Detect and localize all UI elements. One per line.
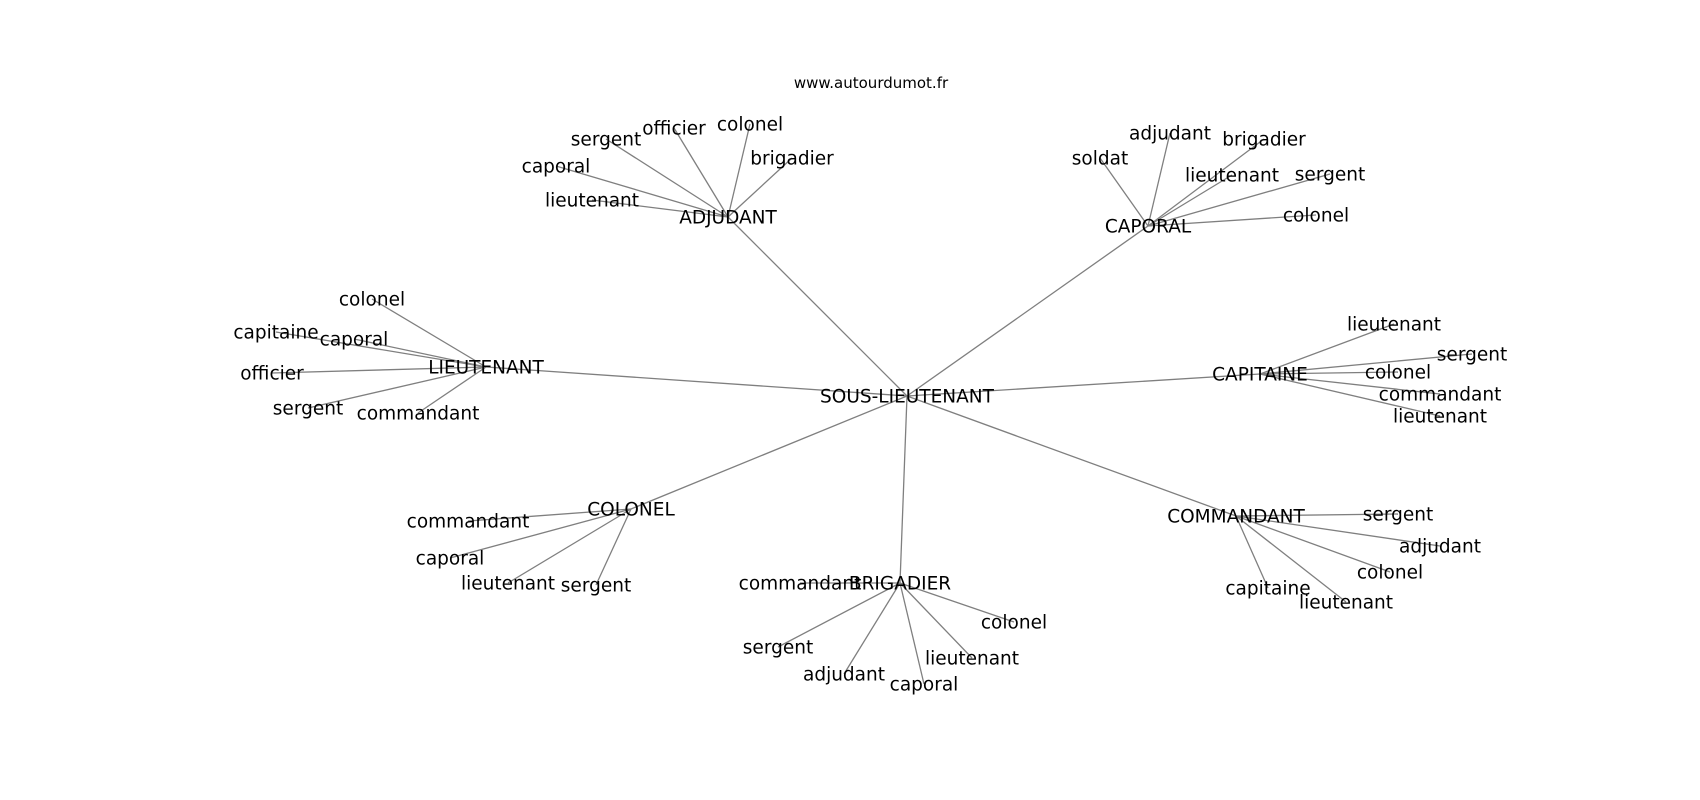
- leaf-node-label: colonel: [717, 115, 783, 136]
- leaf-node-label: sergent: [1295, 165, 1365, 186]
- graph-edge: [449, 508, 632, 559]
- leaf-node-label: adjudant: [1129, 124, 1211, 145]
- source-watermark: www.autourdumot.fr: [794, 74, 949, 92]
- leaf-node-label: adjudant: [803, 665, 885, 686]
- graph-edge: [1099, 157, 1149, 227]
- graph-edge: [595, 508, 632, 586]
- leaf-node-label: capitaine: [233, 323, 318, 344]
- hub-node-label: ADJUDANT: [679, 208, 777, 229]
- graph-edge: [271, 366, 487, 374]
- graph-edge: [353, 338, 487, 368]
- leaf-node-label: soldat: [1072, 149, 1128, 170]
- graph-edge: [1147, 174, 1233, 227]
- leaf-node-label: sergent: [1437, 345, 1507, 366]
- center-node-label: SOUS-LIEUTENANT: [820, 387, 995, 408]
- leaf-node-label: lieutenant: [1393, 407, 1487, 428]
- leaf-node-label: commandant: [357, 404, 480, 425]
- leaf-node-label: caporal: [522, 157, 591, 178]
- graph-edge: [555, 165, 729, 218]
- leaf-node-label: brigadier: [750, 149, 834, 170]
- graph-edge: [727, 216, 908, 397]
- leaf-node-label: lieutenant: [461, 574, 555, 595]
- graph-edge: [1235, 513, 1399, 517]
- graph-edge: [1235, 515, 1347, 603]
- hub-node-label: CAPITAINE: [1212, 365, 1308, 386]
- graph-edge: [843, 582, 901, 675]
- hub-node-label: LIEUTENANT: [428, 358, 544, 379]
- graph-edge: [1259, 373, 1441, 395]
- leaf-node-label: commandant: [1379, 385, 1502, 406]
- leaf-node-label: colonel: [339, 290, 405, 311]
- graph-edge: [1259, 371, 1399, 375]
- graph-edge: [485, 366, 908, 397]
- leaf-node-label: lieutenant: [925, 649, 1019, 670]
- graph-edge: [899, 582, 1015, 623]
- leaf-node-label: officier: [240, 364, 304, 385]
- graph-edge: [1147, 214, 1317, 227]
- leaf-node-label: adjudant: [1399, 537, 1481, 558]
- graph-edge: [899, 582, 973, 659]
- leaf-node-label: colonel: [1365, 363, 1431, 384]
- leaf-node-label: caporal: [890, 675, 959, 696]
- graph-edge: [630, 395, 908, 510]
- leaf-node-label: capitaine: [1225, 579, 1310, 600]
- leaf-node-label: commandant: [407, 512, 530, 533]
- leaf-node-label: commandant: [739, 574, 862, 595]
- hub-node-label: COLONEL: [587, 500, 675, 521]
- graph-edge: [1147, 132, 1171, 227]
- graph-edge: [1235, 515, 1269, 589]
- leaf-node-label: lieutenant: [1185, 166, 1279, 187]
- leaf-node-label: brigadier: [1222, 130, 1306, 151]
- graph-edge: [371, 298, 487, 368]
- graph-edge: [507, 508, 632, 584]
- graph-edge: [899, 582, 925, 685]
- graph-edge: [467, 508, 632, 522]
- hub-node-label: CAPORAL: [1105, 217, 1192, 238]
- leaf-node-label: officier: [642, 119, 706, 140]
- graph-edge: [777, 582, 901, 648]
- graph-edge: [1259, 323, 1395, 375]
- graph-edge: [727, 123, 751, 218]
- leaf-node-label: caporal: [320, 330, 389, 351]
- graph-edge: [1147, 173, 1331, 227]
- hub-node-label: COMMANDANT: [1167, 507, 1305, 528]
- graph-edge: [1235, 515, 1391, 573]
- leaf-node-label: lieutenant: [545, 191, 639, 212]
- graph-edge: [275, 331, 487, 368]
- hub-node-label: BRIGADIER: [849, 574, 951, 595]
- leaf-node-label: sergent: [561, 576, 631, 597]
- graph-edge: [417, 366, 487, 414]
- leaf-node-label: colonel: [1283, 206, 1349, 227]
- leaf-node-label: colonel: [1357, 563, 1423, 584]
- graph-edge: [605, 138, 729, 218]
- leaf-node-label: sergent: [743, 638, 813, 659]
- leaf-node-label: caporal: [416, 549, 485, 570]
- leaf-node-label: sergent: [571, 130, 641, 151]
- graph-edge: [591, 199, 729, 218]
- graph-edge: [1259, 373, 1441, 417]
- graph-edge: [1259, 353, 1473, 375]
- leaf-node-label: sergent: [1363, 505, 1433, 526]
- graph-edge: [1147, 138, 1265, 227]
- leaf-node-label: colonel: [981, 613, 1047, 634]
- graph-edge: [673, 127, 729, 218]
- graph-edge: [899, 395, 908, 584]
- graph-edge: [906, 225, 1149, 397]
- leaf-node-label: sergent: [273, 399, 343, 420]
- graph-edge: [727, 157, 793, 218]
- leaf-node-label: lieutenant: [1299, 593, 1393, 614]
- graph-edge: [307, 366, 487, 409]
- graph-edge: [1235, 515, 1441, 547]
- graph-edge: [906, 395, 1237, 517]
- graph-edge: [906, 373, 1261, 397]
- graph-edges: [271, 123, 1473, 685]
- leaf-node-label: lieutenant: [1347, 315, 1441, 336]
